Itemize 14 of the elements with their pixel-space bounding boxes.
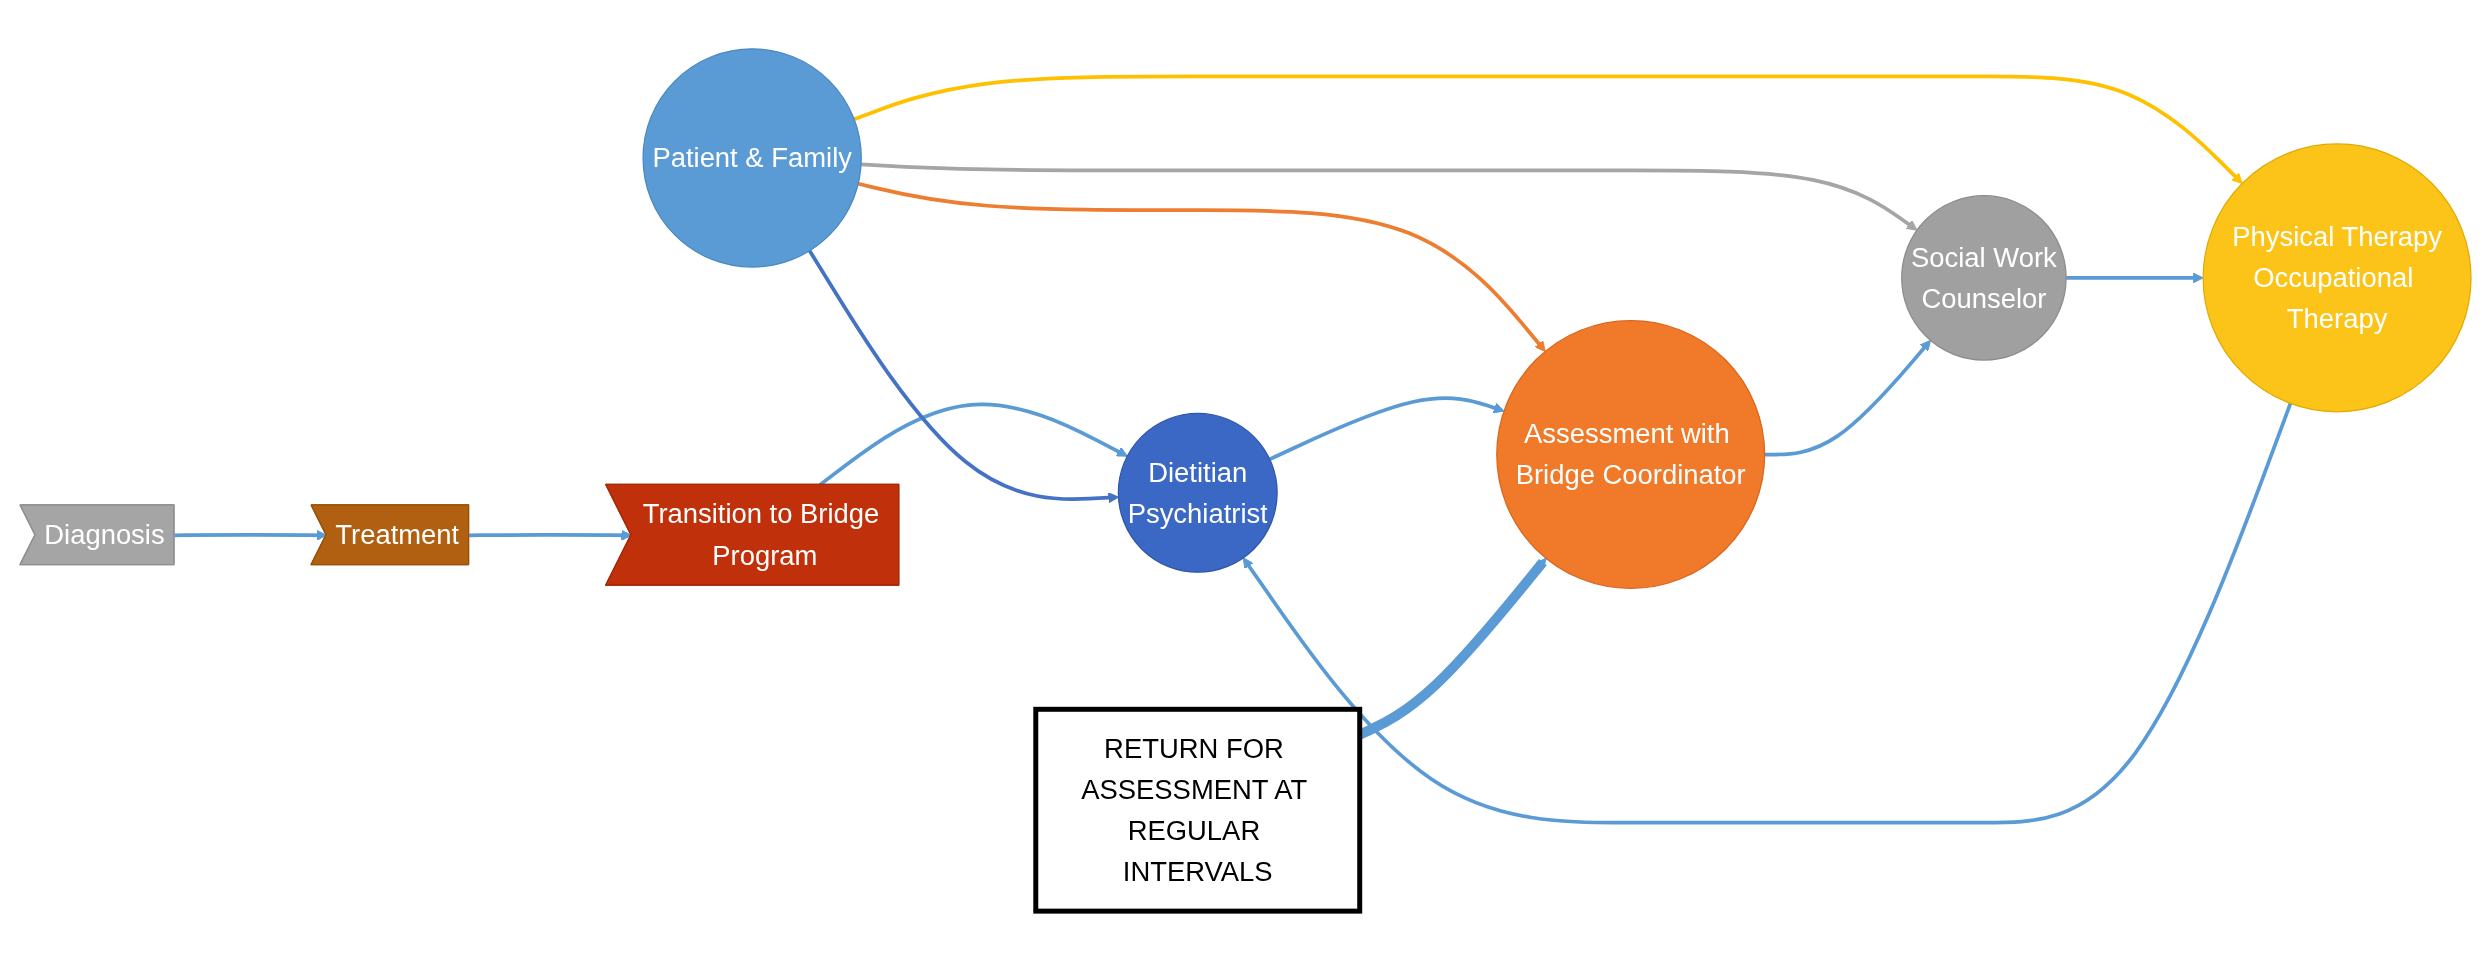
arrow bbox=[2066, 272, 2204, 284]
arrow bbox=[1764, 339, 1932, 457]
arrow bbox=[1268, 396, 1505, 461]
node-circle: Patient & Family bbox=[642, 48, 862, 268]
node-circle: Social Work Counselor bbox=[1901, 195, 2067, 361]
arrow bbox=[808, 249, 1119, 504]
node-circle: Dietitian Psychiatrist bbox=[1117, 412, 1278, 573]
arrow bbox=[853, 74, 2243, 184]
node-circle: Assessment with Bridge Coordinator bbox=[1496, 319, 1766, 590]
node-circle: Physical Therapy Occupational Therapy bbox=[2202, 143, 2472, 413]
arrow bbox=[857, 181, 1546, 352]
arrow bbox=[1242, 402, 2293, 825]
node-box: RETURN FOR ASSESSMENT AT REGULAR INTERVALS bbox=[1033, 706, 1363, 914]
arrow bbox=[861, 162, 1918, 231]
